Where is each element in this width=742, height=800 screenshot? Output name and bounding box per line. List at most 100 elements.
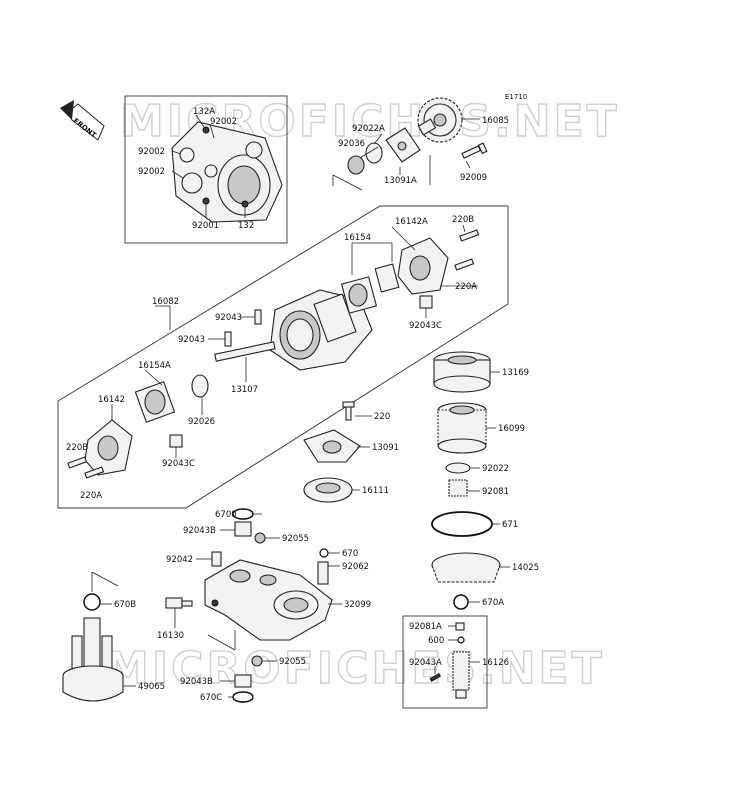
label-92043C-bottom: 92043C <box>162 459 195 469</box>
plate-13091 <box>303 429 361 463</box>
label-92002-a: 92002 <box>210 117 237 127</box>
label-6700: 6700 <box>215 510 237 520</box>
label-132A: 132A <box>193 107 215 117</box>
label-671: 671 <box>502 520 518 530</box>
filter-cover-13169 <box>433 351 491 393</box>
label-92022A: 92022A <box>352 124 385 134</box>
label-13091A: 13091A <box>384 176 417 186</box>
oil-filter-16099 <box>437 402 487 454</box>
oring-671 <box>431 511 493 537</box>
bolt-220 <box>342 401 355 421</box>
label-92081A: 92081A <box>409 622 442 632</box>
pump-gear-16085 <box>417 97 463 143</box>
label-670B: 670B <box>114 600 136 610</box>
fitting-16130 <box>165 597 193 609</box>
label-13169: 13169 <box>502 368 529 378</box>
bolt-92009 <box>461 142 488 159</box>
label-92043C-top: 92043C <box>409 321 442 331</box>
label-92062: 92062 <box>342 562 369 572</box>
pin-92043-b <box>224 331 232 347</box>
pump-cover-16142 <box>84 419 133 476</box>
label-92002-b: 92002 <box>138 147 165 157</box>
label-92009: 92009 <box>460 173 487 183</box>
diagram-code: E1710 <box>505 93 527 101</box>
label-16154A: 16154A <box>138 361 171 371</box>
label-132: 132 <box>238 221 254 231</box>
bolt-220B-bottom <box>67 456 88 469</box>
label-13107: 13107 <box>231 385 258 395</box>
label-670: 670 <box>342 549 358 559</box>
washer-92022A <box>365 142 383 164</box>
spring-92081A <box>455 622 465 631</box>
collar-92043B-bottom <box>234 674 252 688</box>
label-92043B-bottom: 92043B <box>180 677 213 687</box>
label-92022: 92022 <box>482 464 509 474</box>
oil-screen-49065 <box>62 617 124 702</box>
label-16099: 16099 <box>498 424 525 434</box>
label-92055-bottom: 92055 <box>279 657 306 667</box>
label-13091: 13091 <box>372 443 399 453</box>
oring-92002-c <box>204 164 218 178</box>
washer-92055-top <box>254 532 266 544</box>
label-670C: 670C <box>200 693 222 703</box>
pin-92043A <box>429 672 442 682</box>
spring-92081 <box>448 479 468 497</box>
label-92043B-top: 92043B <box>183 526 216 536</box>
pump-shaft-13107 <box>214 341 276 362</box>
label-220: 220 <box>374 412 390 422</box>
label-92081: 92081 <box>482 487 509 497</box>
pin-92043C-top <box>419 295 433 309</box>
label-92042: 92042 <box>166 555 193 565</box>
label-49065: 49065 <box>138 682 165 692</box>
relief-valve-16126 <box>452 651 470 699</box>
label-92055-top: 92055 <box>282 534 309 544</box>
label-220A-bottom: 220A <box>80 491 102 501</box>
pump-cover-132 <box>171 121 283 223</box>
label-16130: 16130 <box>157 631 184 641</box>
label-16126: 16126 <box>482 658 509 668</box>
label-92043A: 92043A <box>409 658 442 668</box>
oring-92001 <box>202 197 210 205</box>
pump-housing-32099 <box>204 559 333 641</box>
circlip-92036 <box>347 155 365 175</box>
oring-92002-a <box>179 147 195 163</box>
label-92036: 92036 <box>338 139 365 149</box>
label-16142: 16142 <box>98 395 125 405</box>
pipe-92062 <box>317 561 329 585</box>
pump-cover-16142A <box>397 237 449 295</box>
oring-670A <box>453 594 469 610</box>
watermark-bottom: MICROFICHES.NET <box>105 643 605 694</box>
collar-92043B-top <box>234 521 252 537</box>
washer-92026 <box>191 374 209 398</box>
oring-670B <box>83 593 101 611</box>
washer-92022 <box>445 462 471 474</box>
bolt-220A-bottom <box>84 466 105 479</box>
label-16111: 16111 <box>362 486 389 496</box>
label-92026: 92026 <box>188 417 215 427</box>
label-16082: 16082 <box>152 297 179 307</box>
pin-92042 <box>211 551 222 567</box>
rotor-16154A <box>134 381 176 423</box>
pin-92043-a <box>254 309 262 325</box>
front-arrow-icon: FRONT <box>60 100 105 141</box>
pump-assembly-frame <box>57 205 509 509</box>
label-14025: 14025 <box>512 563 539 573</box>
label-92043-a: 92043 <box>215 313 242 323</box>
label-16085: 16085 <box>482 116 509 126</box>
label-220B-top: 220B <box>452 215 474 225</box>
label-16154: 16154 <box>344 233 371 243</box>
label-92043-b: 92043 <box>178 335 205 345</box>
bolt-220B-top <box>459 229 480 242</box>
label-16142A: 16142A <box>395 217 428 227</box>
oring-92002-b <box>181 172 203 194</box>
bracket-13091A <box>385 127 421 163</box>
label-670A: 670A <box>482 598 504 608</box>
pump-cover-inset-frame <box>124 95 288 244</box>
label-220A-top: 220A <box>455 282 477 292</box>
pin-92043C-bottom <box>169 434 183 448</box>
bolt-220A-top <box>454 258 475 271</box>
label-600: 600 <box>428 636 444 646</box>
cap-16111 <box>303 477 353 503</box>
label-92001: 92001 <box>192 221 219 231</box>
